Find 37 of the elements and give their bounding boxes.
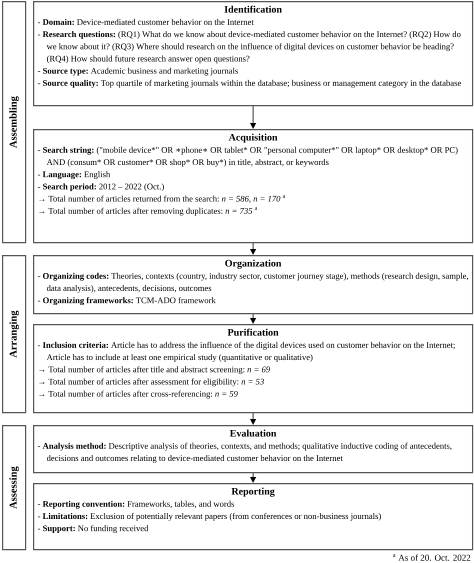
process-box (33, 129, 474, 244)
bullet-item: - Search period: 2012 – 2022 (Oct.) (38, 183, 164, 192)
stage-band (2, 255, 26, 414)
bullet-item: - Limitations: Exclusion of potentially relevant papers (from conferences or non-business journals) (38, 512, 381, 521)
stage-band (2, 1, 26, 244)
bullet-item: - Source type: Academic business and marketing journals (38, 68, 238, 76)
box-heading: Reporting (232, 488, 275, 497)
band-label: Arranging (9, 310, 19, 358)
bullet-item: - Reporting convention: Frameworks, tables, and words (38, 500, 234, 509)
bullet-item: - Source quality: Top quartile of marketing journals within the database; business or management category in the database (38, 80, 461, 88)
bullet-item: - Search string: ("mobile device*" OR ∗phone∗ OR tablet* OR "personal computer*" OR laptop* OR desktop* OR PC) AND (consum* OR customer* OR shop* OR buy*) in title, abstract, or keywords (38, 146, 458, 167)
bullet-item: - Analysis method: Descriptive analysis of theories, contexts, and methods; qualitative inductive coding of antecedents, decisions and outcomes relating to device-mediated customer behavior on the Internet (38, 442, 452, 463)
box-heading: Identification (224, 6, 282, 13)
bullet-item: - Organizing frameworks: TCM-ADO framework (38, 297, 216, 306)
process-box (33, 255, 474, 314)
box-heading: Evaluation (230, 430, 276, 437)
bullet-item: - Organizing codes: Theories, contexts (country, industry sector, customer journey stage), methods (research design, sample, data analysis), antecedents, decisions, outcomes (38, 272, 468, 293)
bullet-item: - Research questions: (RQ1) What do we know about device-mediated customer behavior on the Internet? (RQ2) How do we know about it? (RQ3) Where should research on the influence of digital devices on customer behavior be heading? (RQ4) How should future research answer open questions? (38, 31, 461, 64)
process-box (33, 483, 474, 550)
band-label: Assembling (9, 96, 19, 148)
bullet-item: → Total number of articles returned from the search: n = 586, n = 170 $^{a}$ (39, 194, 286, 203)
process-box (33, 1, 474, 106)
bullet-item: - Inclusion criteria: Article has to address the influence of the digital devices used on customer behavior on the Internet; Article has to include at least one empirical study (quantitative or qualitative) (38, 342, 455, 362)
process-box (33, 324, 474, 414)
box-heading: Purification (228, 328, 278, 336)
bullet-item: - Support: No funding received (38, 525, 148, 533)
bullet-item: → Total number of articles after removing duplicates: n = 735 $^{a}$ (39, 207, 258, 216)
stage-band (2, 425, 26, 550)
process-box (33, 425, 474, 474)
bullet-item: → Total number of articles after assessment for eligibility: n = 53 (39, 378, 264, 386)
band-label: Assessing (9, 466, 19, 509)
bullet-item: → Total number of articles after cross-referencing: n = 59 (39, 390, 238, 398)
box-heading: Acquisition (228, 134, 278, 143)
box-heading: Organization (225, 260, 282, 269)
bullet-item: → Total number of articles after title and abstract screening: n = 69 (39, 366, 270, 374)
bullet-item: - Domain: Device-mediated customer behavior on the Internet (38, 18, 254, 25)
bullet-item: - Language: English (38, 171, 110, 180)
